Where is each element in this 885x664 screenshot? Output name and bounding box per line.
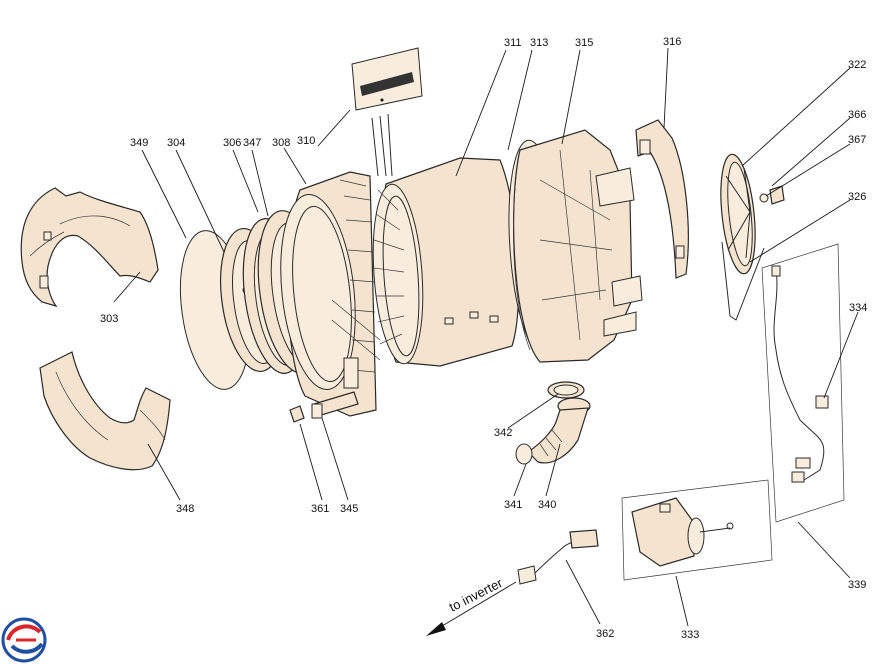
part-341-hose-clamp[interactable] bbox=[515, 443, 533, 465]
label-339: 339 bbox=[848, 579, 866, 591]
part-310-label[interactable] bbox=[351, 47, 423, 177]
label-349: 349 bbox=[130, 137, 148, 149]
part-342-clamp[interactable] bbox=[547, 381, 585, 399]
to-inverter-arrow bbox=[426, 581, 517, 636]
part-339-wiring-harness[interactable] bbox=[761, 243, 845, 523]
label-341: 341 bbox=[504, 499, 522, 511]
part-316-rear-counterweight[interactable] bbox=[635, 119, 689, 279]
label-311: 311 bbox=[504, 37, 522, 49]
part-326-belt[interactable] bbox=[721, 241, 765, 321]
part-308-front-tub[interactable] bbox=[272, 171, 381, 417]
label-361: 361 bbox=[311, 503, 329, 515]
label-308: 308 bbox=[272, 137, 290, 149]
part-311-drum[interactable] bbox=[368, 157, 520, 367]
label-333: 333 bbox=[681, 629, 699, 641]
label-322: 322 bbox=[848, 59, 866, 71]
label-315: 315 bbox=[575, 37, 593, 49]
part-315-rear-tub[interactable] bbox=[513, 129, 643, 363]
label-366: 366 bbox=[848, 109, 866, 121]
label-310: 310 bbox=[297, 135, 315, 147]
part-361-sensor[interactable] bbox=[289, 405, 305, 423]
part-322-pulley[interactable] bbox=[716, 153, 760, 276]
label-316: 316 bbox=[663, 36, 681, 48]
part-362-cable[interactable] bbox=[517, 529, 599, 585]
label-304: 304 bbox=[167, 137, 185, 149]
part-333-motor[interactable] bbox=[621, 479, 773, 581]
label-345: 345 bbox=[340, 503, 358, 515]
part-340-drain-hose[interactable] bbox=[527, 397, 591, 464]
label-362: 362 bbox=[596, 628, 614, 640]
label-313: 313 bbox=[530, 37, 548, 49]
label-367: 367 bbox=[848, 134, 866, 146]
label-347: 347 bbox=[243, 137, 261, 149]
part-366-bolt[interactable] bbox=[769, 185, 785, 205]
label-306: 306 bbox=[223, 137, 241, 149]
label-303: 303 bbox=[100, 313, 118, 325]
part-345-heater[interactable] bbox=[311, 391, 359, 419]
label-348: 348 bbox=[176, 503, 194, 515]
part-348-counterweight[interactable] bbox=[39, 351, 171, 471]
label-340: 340 bbox=[538, 499, 556, 511]
label-334: 334 bbox=[849, 302, 867, 314]
brand-logo bbox=[1, 617, 47, 663]
part-334-connector[interactable] bbox=[815, 395, 829, 409]
label-342: 342 bbox=[494, 427, 512, 439]
part-303-counterweight[interactable] bbox=[20, 187, 159, 308]
leader-lines bbox=[113, 47, 859, 627]
to-inverter-label: to inverter bbox=[447, 575, 506, 615]
label-326: 326 bbox=[848, 191, 866, 203]
